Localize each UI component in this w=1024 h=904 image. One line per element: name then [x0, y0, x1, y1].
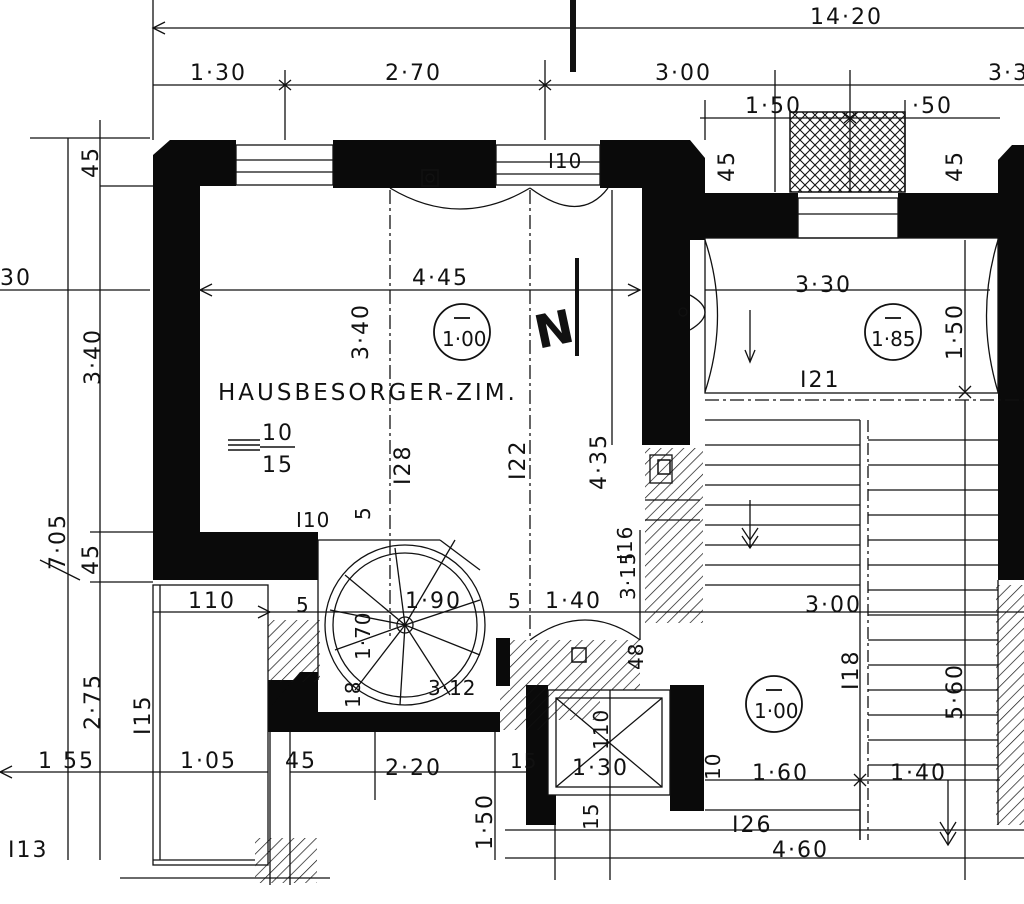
dim-bottom-15: 15: [510, 749, 537, 773]
dim-right-room-height: 1·50: [943, 303, 968, 360]
dim-bottom-150: 1·50: [473, 793, 498, 850]
beam-i28: I28: [391, 445, 416, 485]
dim-bottom-15b: 15: [579, 803, 603, 830]
wall-stair-corner: [268, 672, 500, 732]
svg-text:1·00: 1·00: [754, 699, 799, 723]
dim-stair-18: 18: [341, 681, 365, 708]
wall-top-right: [600, 140, 705, 445]
north-mark: N: [530, 299, 579, 360]
level-marker-room: 1·00: [433, 303, 491, 361]
dim-wall-45-b: 45: [715, 150, 740, 182]
dim-top-4: 3·3: [988, 61, 1024, 86]
wall-lift-right: [670, 685, 704, 811]
dim-bottom-110: 110: [589, 709, 613, 750]
hatch-right-shaft: [645, 448, 703, 623]
room-name: HAUSBESORGER-ZIM.: [218, 380, 518, 406]
dim-stair-140: 1·40: [545, 589, 602, 614]
dim-top-1: 1·30: [190, 61, 247, 86]
windows: [235, 144, 899, 239]
beam-i18: I18: [839, 650, 864, 690]
dimension-texts: 14·20 1·30 2·70 3·00 3·3 1·50 ·50 45 45 …: [0, 5, 1024, 863]
dimension-lines: [0, 0, 1024, 880]
dim-stair-48: 48: [624, 643, 648, 670]
dim-bottom-130: 1·30: [572, 756, 629, 781]
dim-left-705: 7·05: [46, 513, 71, 570]
dim-stair-5c: 5: [351, 506, 375, 520]
dim-stair-5a: 5: [296, 593, 310, 617]
hatched-areas: [255, 111, 1024, 883]
dim-left-45: 45: [79, 543, 104, 575]
level-markers: 1·00 1·85 1·00: [433, 303, 922, 733]
dim-right-room-width: 3·30: [795, 273, 852, 298]
wall-right-upper-2: [898, 193, 998, 238]
room-area-numerator: 10: [262, 421, 294, 446]
wall-stair-notch: [496, 638, 510, 686]
beam-i15: I15: [131, 695, 156, 735]
dim-left-30: 30: [0, 266, 32, 291]
dim-bottom-220: 2·20: [385, 756, 442, 781]
interior-lines: [152, 187, 1024, 885]
dim-stair-560: 5·60: [943, 663, 968, 720]
beam-i10-top: I10: [548, 149, 582, 173]
dim-overall-top: 14·20: [810, 5, 883, 30]
dim-top-3: 3·00: [655, 61, 712, 86]
dim-stair-312: 3·12: [428, 676, 477, 700]
dim-bottom-10: 10: [701, 753, 725, 780]
svg-text:1·85: 1·85: [871, 327, 916, 351]
room-area-denominator: 15: [262, 453, 294, 478]
wall-left-main: [153, 140, 318, 580]
dim-bottom-160: 1·60: [752, 761, 809, 786]
beam-i26: I26: [732, 813, 772, 838]
beam-i22: I22: [506, 440, 531, 480]
dim-top-2: 2·70: [385, 61, 442, 86]
dim-room-height: 3·40: [349, 303, 374, 360]
hatch-stair-right: [500, 640, 640, 730]
beam-i10-mid: I10: [296, 508, 330, 532]
chimney-crosshatch: [789, 111, 906, 193]
dim-left-275: 2·75: [81, 673, 106, 730]
dim-bottom-105: 1·05: [180, 749, 237, 774]
hatch-right-edge: [996, 585, 1024, 825]
dim-upper-1: 1·50: [745, 94, 802, 119]
dim-room-depth: 4·35: [587, 433, 612, 490]
level-marker-upper-right: 1·85: [864, 303, 922, 361]
dim-wall-45-a: 45: [79, 146, 104, 178]
dim-bottom-460: 4·60: [772, 838, 829, 863]
labels: HAUSBESORGER-ZIM. 10 15 I10 I10 I21 I28 …: [8, 149, 864, 863]
dim-stair-300: 3·00: [805, 593, 862, 618]
dim-left-340: 3·40: [81, 328, 106, 385]
beam-i21: I21: [800, 368, 840, 393]
dim-stair-170: 1·70: [351, 611, 375, 660]
walls: [153, 140, 1024, 825]
symbols: [421, 169, 671, 663]
dim-stair-315: 3·15: [616, 551, 640, 600]
svg-text:1·00: 1·00: [442, 327, 487, 351]
dim-left-155: 1 55: [38, 749, 95, 774]
dim-stair-110: 110: [188, 589, 236, 614]
wall-top-middle: [333, 140, 496, 188]
level-marker-lower-right: 1·00: [745, 675, 803, 733]
wall-far-right: [998, 145, 1024, 580]
dim-upper-2: ·50: [912, 94, 953, 119]
beam-i13: I13: [8, 838, 48, 863]
dim-bottom-45: 45: [285, 749, 317, 774]
dim-stair-5b: 5: [508, 589, 522, 613]
hatch-stair-left: [268, 620, 320, 682]
hatch-bottom-left: [255, 838, 317, 883]
dim-wall-45-c: 45: [943, 150, 968, 182]
dim-stair-190: 1·90: [405, 589, 462, 614]
dim-bottom-140: 1·40: [890, 761, 947, 786]
wall-lift-bottom: [526, 795, 556, 825]
dim-room-width: 4·45: [412, 266, 469, 291]
wall-right-upper: [690, 193, 798, 238]
beam-i16: I16: [613, 526, 637, 560]
